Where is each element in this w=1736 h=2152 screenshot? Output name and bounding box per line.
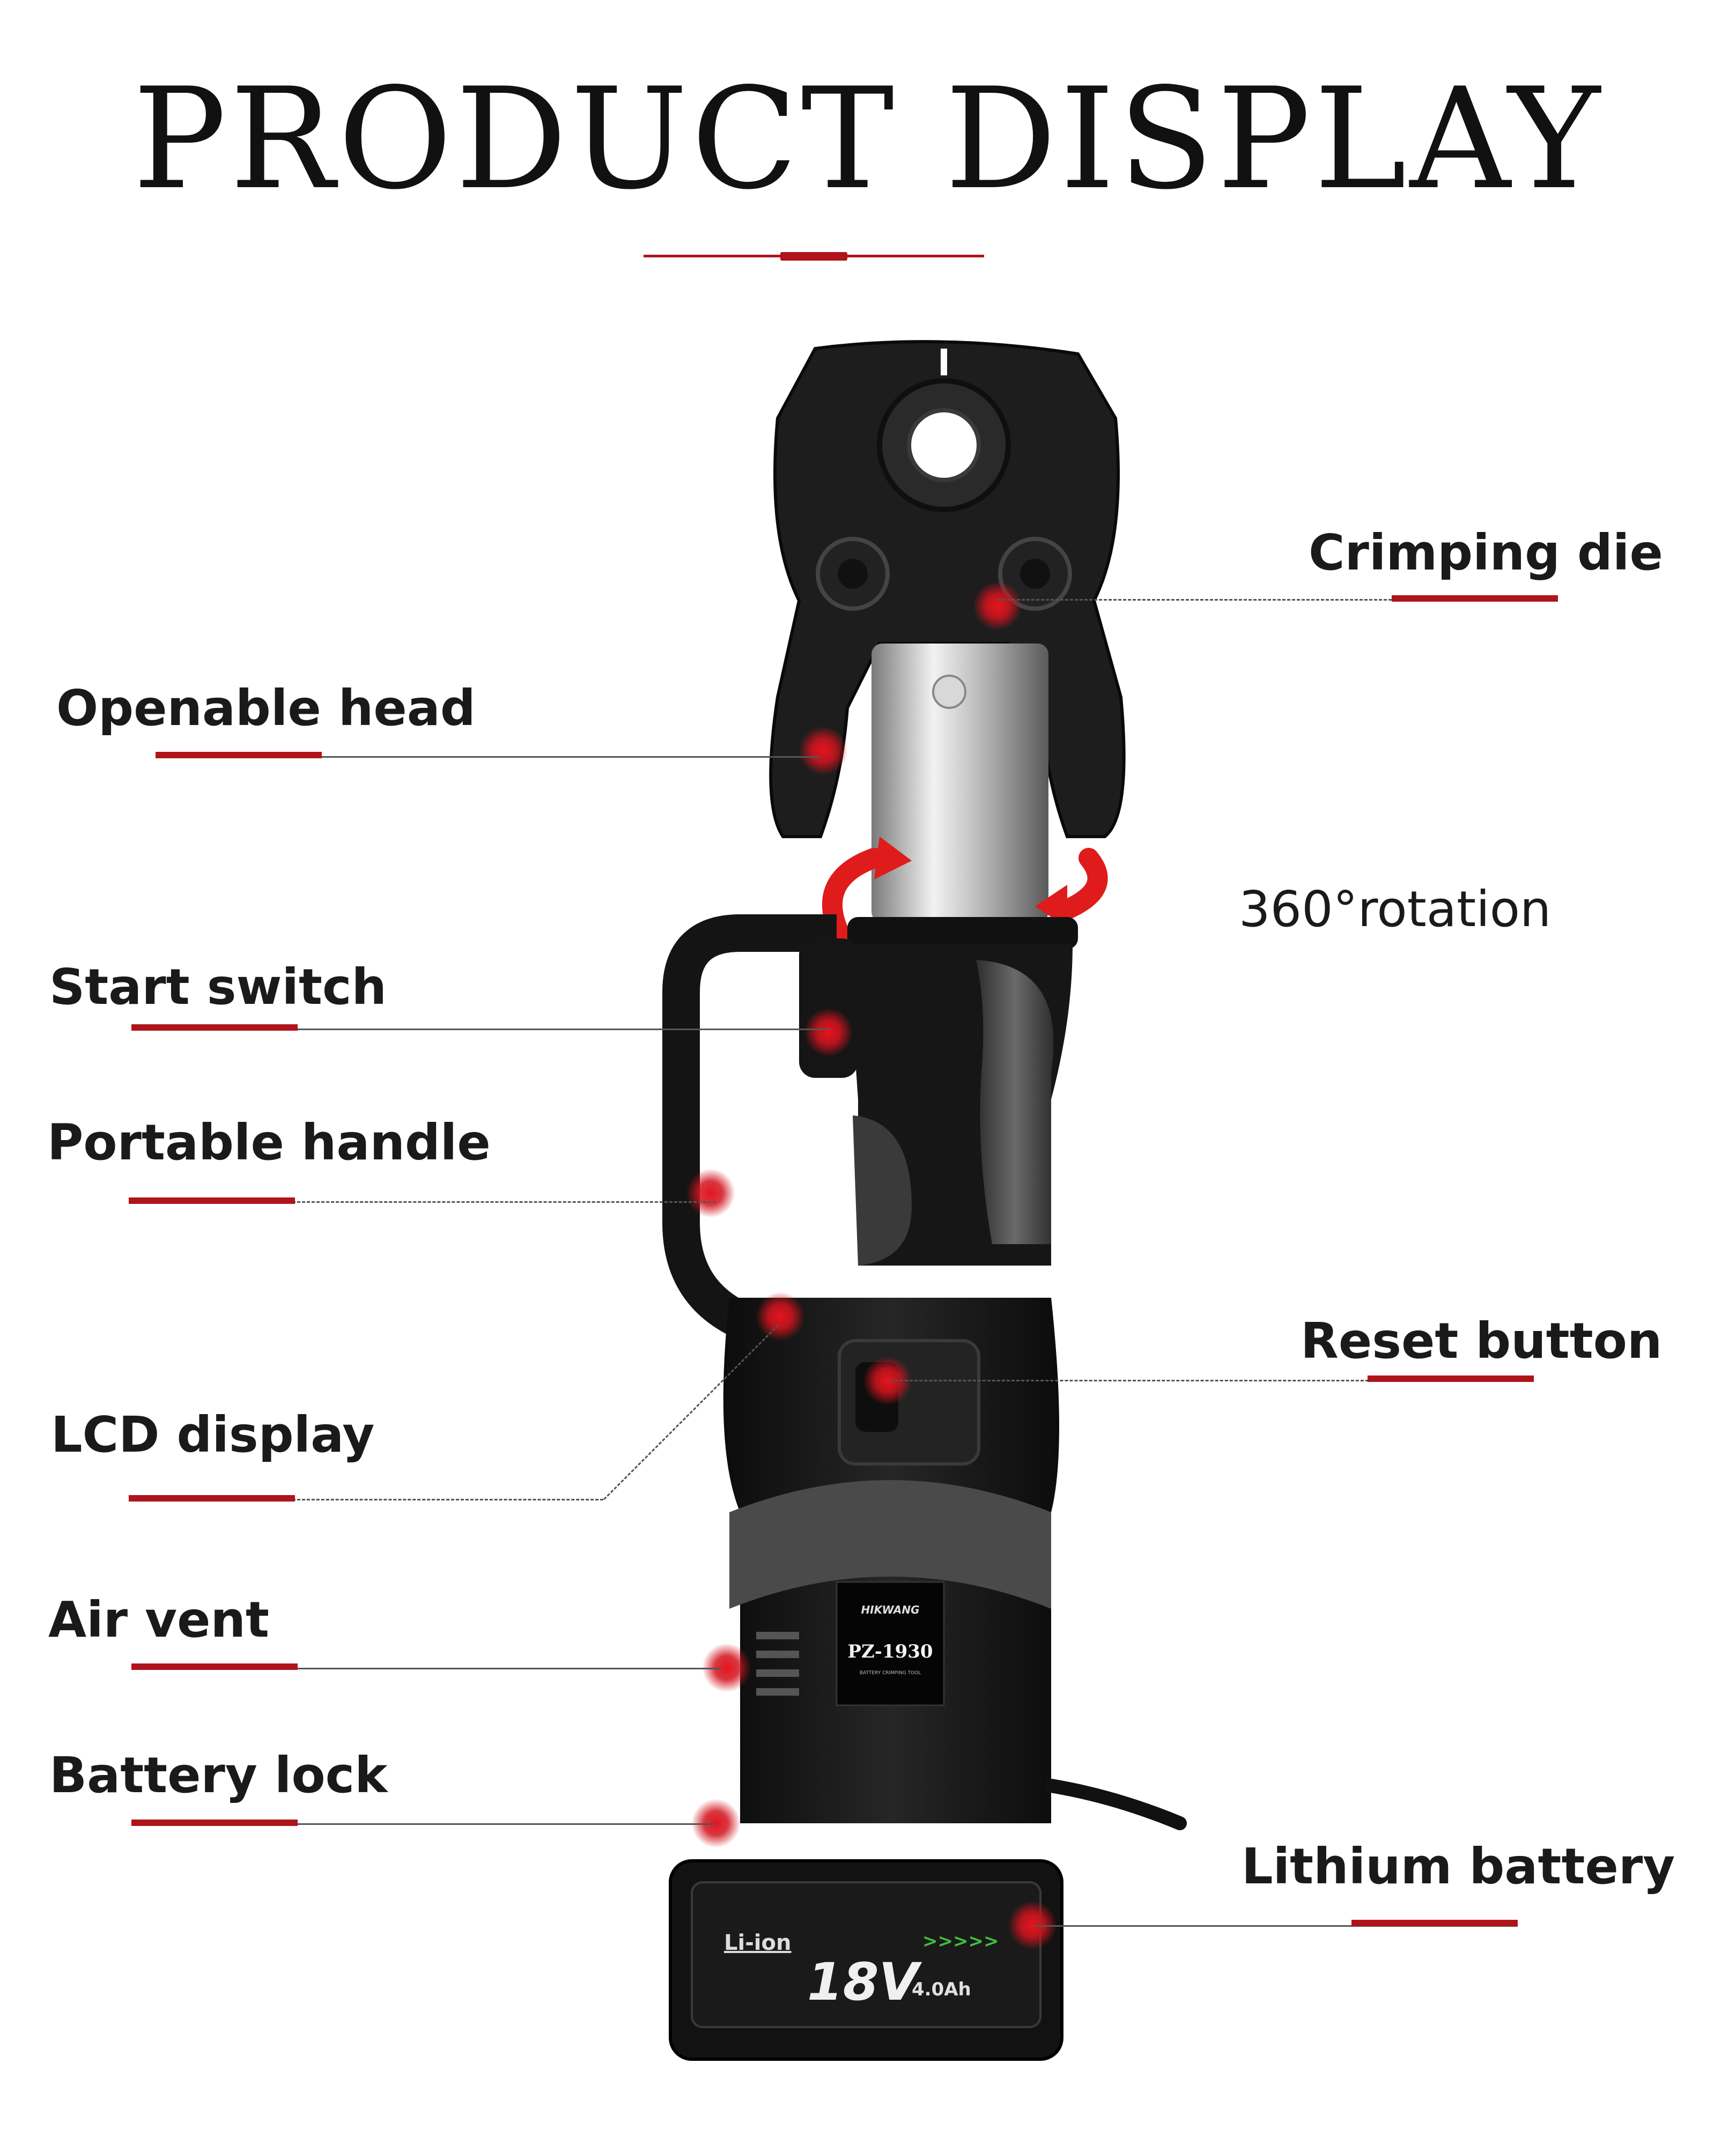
battery-type: Li-ion [724, 1931, 792, 1955]
underline-crimping-die [1392, 595, 1558, 602]
model-label: PZ-1930 [847, 1641, 933, 1662]
leader-openable-head [322, 756, 821, 758]
leader-portable-handle [292, 1201, 716, 1203]
page-title: PRODUCT DISPLAY [132, 58, 1604, 220]
underline-lcd-display [129, 1495, 295, 1502]
crimping-head [769, 340, 1126, 838]
leader-start-switch [292, 1029, 829, 1030]
label-lcd-display: LCD display [51, 1406, 375, 1463]
label-crimping-die: Crimping die [1309, 524, 1663, 581]
label-reset-button: Reset button [1301, 1312, 1663, 1370]
underline-lithium-battery [1351, 1920, 1518, 1926]
label-rotation: 360°rotation [1239, 881, 1552, 938]
callout-dot-openable-head [799, 727, 847, 775]
leader-air-vent [292, 1668, 721, 1669]
leader-lcd-display [292, 1499, 603, 1500]
battery-voltage: 18V [807, 1952, 919, 2012]
label-battery-lock: Battery lock [49, 1747, 388, 1804]
label-lithium-battery: Lithium battery [1242, 1838, 1675, 1895]
leader-lithium-battery [1035, 1925, 1518, 1927]
label-portable-handle: Portable handle [47, 1114, 491, 1171]
label-start-switch: Start switch [49, 958, 387, 1016]
piston [871, 644, 1048, 922]
brand-label: HIKWANG [861, 1603, 920, 1616]
battery-arrows: >>>>> [922, 1931, 999, 1952]
label-air-vent: Air vent [48, 1591, 269, 1648]
callout-dot-lcd-display [756, 1292, 804, 1341]
air-vent-icon [756, 1632, 799, 1696]
battery-capacity: 4.0Ah [912, 1979, 971, 2000]
label-openable-head: Openable head [56, 679, 476, 737]
portable-handle-loop [662, 914, 837, 1358]
callout-dot-start-switch [804, 1008, 853, 1056]
product-subtitle: BATTERY CRIMPING TOOL [859, 1670, 921, 1676]
underline-reset-button [1368, 1375, 1534, 1382]
leader-crimping-die [998, 599, 1416, 601]
callout-dot-portable-handle [686, 1169, 735, 1217]
callout-dot-crimping-die [973, 582, 1022, 630]
underline-portable-handle [129, 1197, 295, 1204]
underline-air-vent [131, 1663, 298, 1670]
leader-reset-button [890, 1380, 1378, 1381]
underline-battery-lock [131, 1820, 298, 1826]
title-divider-accent [780, 252, 847, 261]
underline-start-switch [131, 1024, 298, 1031]
leader-battery-lock [292, 1823, 716, 1825]
underline-openable-head [156, 752, 322, 758]
